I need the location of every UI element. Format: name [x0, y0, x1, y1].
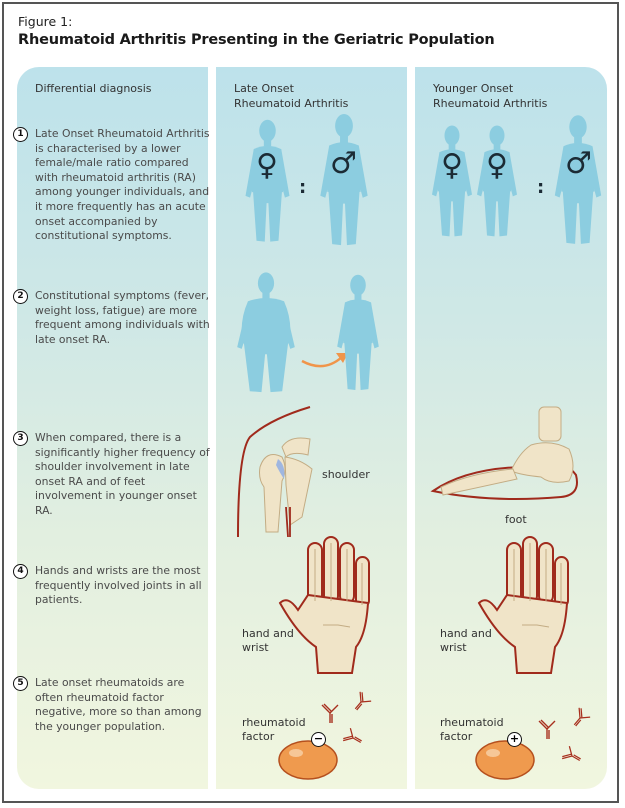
female-symbol-icon: ♀: [486, 148, 508, 183]
antibody-icon: [538, 719, 556, 739]
label-line: wrist: [242, 641, 269, 654]
figure-frame: [2, 2, 619, 803]
hand-wrist-label: hand and wrist: [440, 627, 492, 655]
diagnosis-item-3: 3 When compared, there is a significantl…: [13, 431, 210, 519]
differential-diagnosis-panel: Differential diagnosis 1 Late Onset Rheu…: [13, 67, 210, 789]
figure-title: Rheumatoid Arthritis Presenting in the G…: [18, 32, 495, 48]
male-silhouette-icon: [320, 113, 368, 246]
rheumatoid-factor-label: rheumatoid factor: [242, 716, 306, 744]
hand-wrist-label: hand and wrist: [242, 627, 294, 655]
female-silhouette-icon: [477, 125, 517, 237]
label-line: hand and: [440, 627, 492, 640]
female-symbol-icon: ♀: [441, 148, 463, 183]
number-badge-icon: 4: [13, 564, 28, 579]
antibody-icon: [321, 703, 339, 723]
label-line: hand and: [242, 627, 294, 640]
rf-negative-badge-icon: −: [311, 732, 326, 747]
antibody-icon: [568, 706, 592, 731]
diagnosis-item-5: 5 Late onset rheumatoids are often rheum…: [13, 676, 210, 734]
diagnosis-item-text: Hands and wrists are the most frequently…: [35, 564, 202, 607]
thin-silhouette-icon: [337, 274, 379, 390]
header-line: Younger Onset: [433, 82, 514, 95]
younger-onset-panel: Younger Onset Rheumatoid Arthritis ♀ ♀ :…: [415, 67, 607, 789]
label-line: factor: [242, 730, 275, 743]
late-onset-panel: Late Onset Rheumatoid Arthritis ♀ : ♂ sh…: [216, 67, 407, 789]
number-badge-icon: 1: [13, 127, 28, 142]
hand-wrist-icon: [278, 536, 370, 674]
rheumatoid-factor-label: rheumatoid factor: [440, 716, 504, 744]
header-line: Rheumatoid Arthritis: [234, 97, 349, 110]
cell-icon: [278, 740, 338, 780]
shoulder-label: shoulder: [322, 468, 370, 481]
label-line: rheumatoid: [440, 716, 504, 729]
label-line: rheumatoid: [242, 716, 306, 729]
diagnosis-item-text: Constitutional symptoms (fever, weight l…: [35, 289, 210, 346]
late-onset-header: Late Onset Rheumatoid Arthritis: [234, 81, 348, 111]
diagnosis-item-4: 4 Hands and wrists are the most frequent…: [13, 564, 210, 608]
number-badge-icon: 2: [13, 289, 28, 304]
younger-onset-header: Younger Onset Rheumatoid Arthritis: [433, 81, 547, 111]
diagnosis-item-text: Late Onset Rheumatoid Arthritis is chara…: [35, 127, 210, 243]
cell-icon: [475, 740, 535, 780]
diagnosis-item-1: 1 Late Onset Rheumatoid Arthritis is cha…: [13, 127, 210, 244]
male-symbol-icon: ♂: [565, 146, 592, 181]
number-badge-icon: 3: [13, 431, 28, 446]
header-line: Rheumatoid Arthritis: [433, 97, 548, 110]
figure-label: Figure 1:: [18, 14, 73, 29]
header-line: Late Onset: [234, 82, 294, 95]
label-line: factor: [440, 730, 473, 743]
weight-loss-arrow-icon: [301, 353, 348, 368]
antibody-icon: [349, 690, 373, 715]
overweight-silhouette-icon: [237, 272, 295, 393]
foot-icon: [430, 406, 578, 500]
female-symbol-icon: ♀: [256, 148, 278, 183]
shoulder-joint-icon: [237, 406, 313, 538]
diagnosis-item-2: 2 Constitutional symptoms (fever, weight…: [13, 289, 210, 347]
hand-wrist-icon: [477, 536, 569, 674]
differential-diagnosis-header: Differential diagnosis: [35, 82, 152, 95]
diagnosis-item-text: When compared, there is a significantly …: [35, 431, 210, 517]
female-silhouette-icon: [432, 125, 472, 237]
antibody-icon: [560, 745, 585, 768]
antibody-icon: [341, 727, 366, 750]
foot-label: foot: [505, 513, 527, 526]
male-silhouette-icon: [554, 115, 602, 244]
female-silhouette-icon: [245, 119, 290, 242]
male-symbol-icon: ♂: [330, 146, 357, 181]
label-line: wrist: [440, 641, 467, 654]
number-badge-icon: 5: [13, 676, 28, 691]
ratio-separator: :: [537, 177, 545, 198]
diagnosis-item-text: Late onset rheumatoids are often rheumat…: [35, 676, 202, 733]
rf-positive-badge-icon: +: [507, 732, 522, 747]
ratio-separator: :: [299, 177, 307, 198]
